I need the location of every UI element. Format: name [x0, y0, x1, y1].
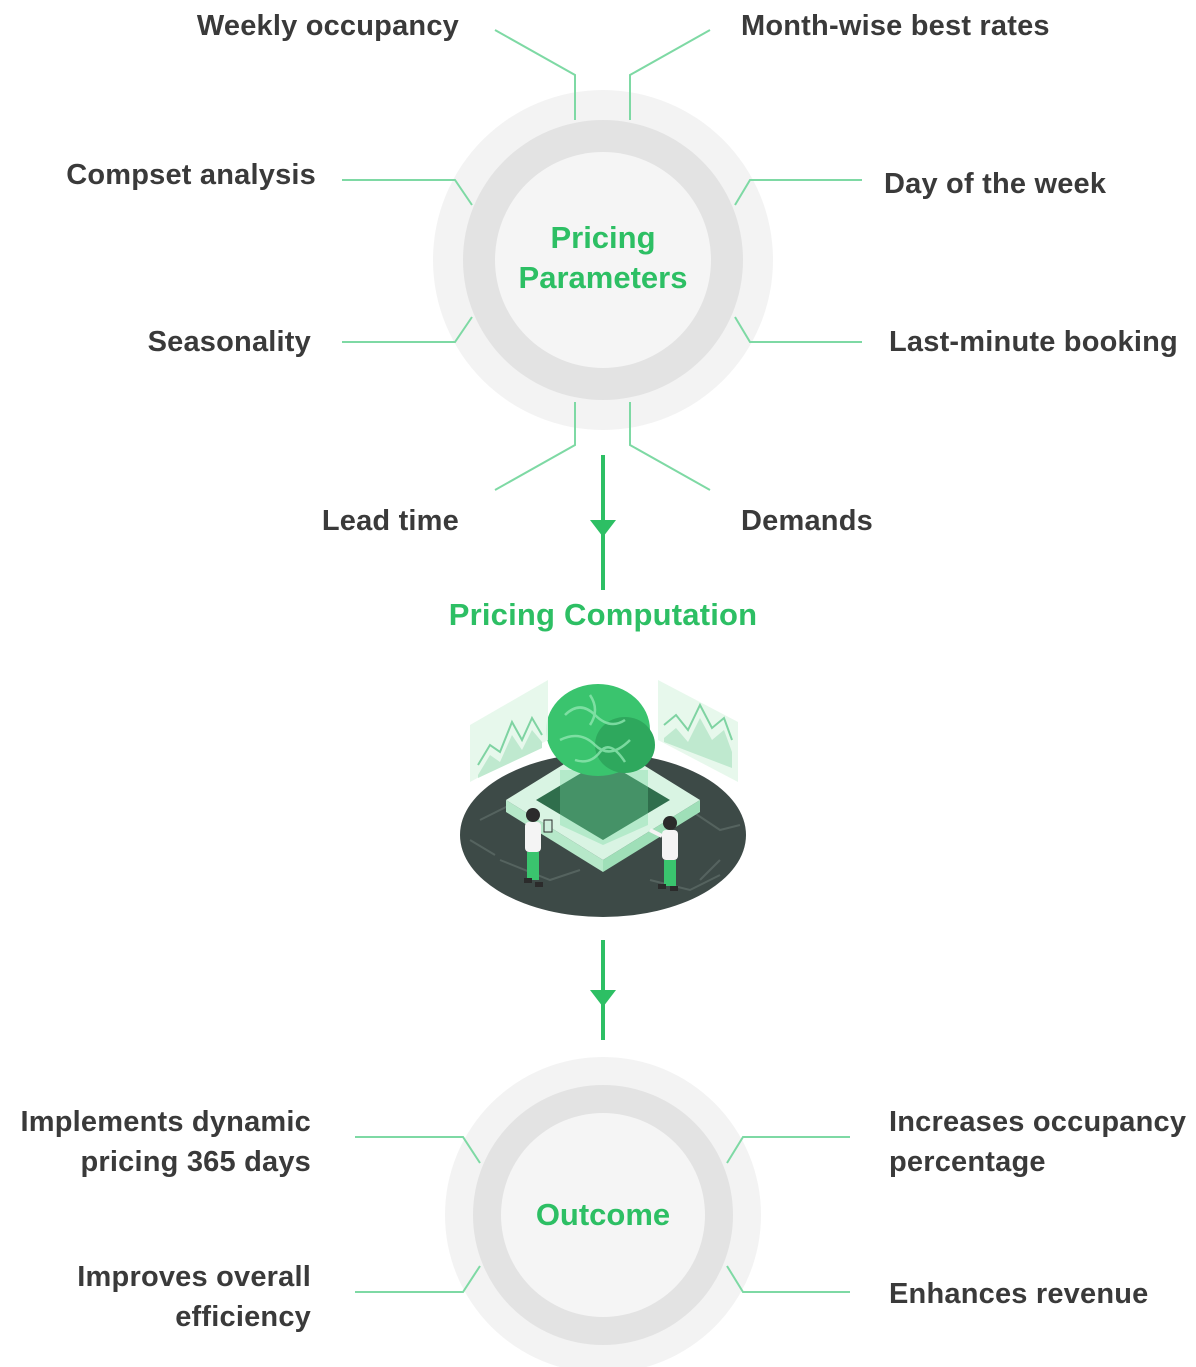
connector-implements: [355, 1136, 481, 1164]
outcome-connectors: [355, 1136, 850, 1293]
label-day-of-the-week: Day of the week: [884, 168, 1107, 200]
arrow-to-computation: [590, 455, 616, 590]
connector-compset: [342, 179, 473, 206]
arrow-to-outcome: [590, 940, 616, 1040]
pricing-parameters-title-line1: Pricing: [550, 220, 656, 255]
connector-increases: [726, 1136, 850, 1164]
label-lead-time: Lead time: [321, 505, 459, 537]
label-increases-line1: Increases occupancy: [889, 1106, 1187, 1138]
connector-last-minute: [734, 316, 862, 343]
label-implements-line2: pricing 365 days: [80, 1146, 311, 1178]
label-increases-occupancy: Increases occupancy percentage: [889, 1102, 1186, 1182]
label-last-minute-booking: Last-minute booking: [889, 326, 1178, 358]
label-month-wise-best-rates: Month-wise best rates: [741, 10, 1050, 42]
connector-month-wise: [629, 29, 711, 120]
outcome-title: Outcome: [535, 1197, 671, 1232]
label-implements-dynamic-pricing: Implements dynamic pricing 365 days: [21, 1102, 311, 1182]
parameters-ring: [433, 90, 773, 430]
ai-brain-illustration: [460, 680, 746, 917]
label-demands: Demands: [741, 505, 873, 537]
label-seasonality: Seasonality: [147, 326, 311, 358]
connector-demands: [629, 402, 711, 491]
label-enhances-revenue: Enhances revenue: [889, 1278, 1149, 1310]
label-weekly-occupancy: Weekly occupancy: [196, 10, 459, 42]
label-improves-line1: Improves overall: [77, 1261, 311, 1293]
label-improves-efficiency: Improves overall efficiency: [77, 1257, 311, 1337]
label-improves-line2: efficiency: [175, 1301, 311, 1333]
connector-improves: [355, 1265, 481, 1293]
connector-weekly-occupancy: [494, 29, 576, 120]
connector-lead-time: [494, 402, 576, 491]
label-compset-analysis: Compset analysis: [66, 159, 316, 191]
label-increases-line2: percentage: [889, 1146, 1046, 1178]
connector-seasonality: [342, 316, 473, 343]
pricing-parameters-title-line2: Parameters: [518, 260, 688, 295]
pricing-parameters-title: Pricing Parameters: [493, 218, 713, 298]
connector-day-of-week: [734, 179, 862, 206]
pricing-computation-title: Pricing Computation: [448, 597, 758, 632]
connector-enhances: [726, 1265, 850, 1293]
outcome-ring: [445, 1057, 761, 1367]
label-implements-line1: Implements dynamic: [20, 1106, 311, 1138]
parameter-connectors: [342, 29, 862, 491]
